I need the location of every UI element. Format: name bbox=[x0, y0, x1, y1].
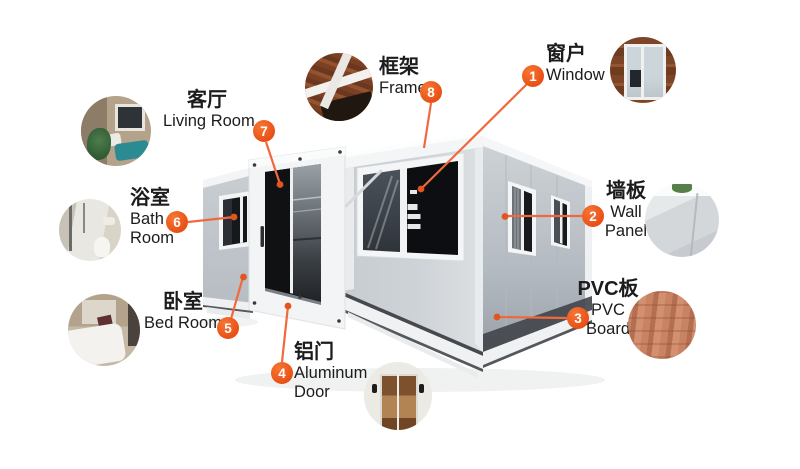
house-left-wing bbox=[203, 167, 253, 319]
house-right-face bbox=[483, 136, 592, 368]
label-aluminum-door-zh: 铝门 bbox=[294, 341, 334, 363]
living-room-photo bbox=[81, 96, 151, 166]
label-bath-room: 浴室 Bath Room bbox=[130, 187, 175, 247]
badge-8-frame: 8 bbox=[420, 81, 442, 103]
label-window: 窗户 Window bbox=[546, 42, 605, 85]
badge-2-wall-panel: 2 bbox=[582, 205, 604, 227]
badge-5-bed-room: 5 bbox=[217, 317, 239, 339]
label-living-room-zh: 客厅 bbox=[187, 89, 227, 111]
badge-1-window: 1 bbox=[522, 65, 544, 87]
leader-line-3 bbox=[496, 315, 568, 320]
living-room-window bbox=[115, 104, 145, 131]
wing-window bbox=[219, 191, 251, 250]
living-room-plant bbox=[87, 128, 111, 160]
door-frame-bolts bbox=[252, 150, 342, 323]
label-frame-zh: 框架 bbox=[379, 56, 419, 78]
leader-line-1 bbox=[420, 83, 528, 190]
label-bed-room-zh: 卧室 bbox=[163, 291, 203, 313]
aluminum-door-lamp-right bbox=[419, 384, 424, 393]
leader-line-5 bbox=[229, 276, 245, 320]
label-window-en: Window bbox=[546, 66, 605, 84]
bath-toilet bbox=[94, 237, 110, 257]
bath-room-photo bbox=[59, 199, 121, 261]
leader-line-7 bbox=[264, 141, 282, 185]
house-front-face bbox=[337, 132, 489, 378]
main-window bbox=[356, 152, 465, 262]
label-wall-panel-zh: 墙板 bbox=[606, 180, 646, 202]
label-living-room-en: Living Room bbox=[163, 112, 255, 130]
badge-6-bath-room: 6 bbox=[166, 211, 188, 233]
bath-shower-frame bbox=[69, 205, 72, 251]
frame-photo bbox=[305, 53, 373, 121]
badge-3-pvc-board: 3 bbox=[567, 307, 589, 329]
bath-shower-frame-2 bbox=[83, 203, 85, 233]
wall-panel-leaves bbox=[672, 184, 692, 193]
aluminum-door-photo bbox=[364, 362, 432, 430]
window-photo bbox=[610, 37, 676, 103]
roof-support-strut bbox=[344, 169, 383, 208]
label-living-room: 客厅 Living Room bbox=[163, 88, 255, 131]
sliding-door-unit bbox=[248, 146, 346, 330]
leader-line-4 bbox=[280, 305, 290, 363]
label-frame: 框架 Frame bbox=[379, 55, 427, 98]
right-face-window-2 bbox=[551, 195, 570, 249]
leader-dots bbox=[230, 181, 509, 321]
window-photo-mullion bbox=[641, 44, 644, 100]
bed-room-dark-side bbox=[128, 304, 140, 346]
leader-line-8 bbox=[422, 102, 433, 149]
badge-4-aluminum-door: 4 bbox=[271, 362, 293, 384]
label-bath-room-en: Bath bbox=[130, 210, 164, 228]
label-pvc-board: PVC板 PVC Board bbox=[575, 277, 641, 339]
label-bath-room-zh: 浴室 bbox=[130, 187, 170, 209]
bath-sink bbox=[103, 217, 115, 225]
label-wall-panel-en: Wall bbox=[610, 203, 642, 221]
label-bed-room-en: Bed Room bbox=[144, 314, 222, 332]
label-aluminum-door: 铝门 Aluminum Door bbox=[294, 341, 368, 401]
label-aluminum-door-en: Aluminum bbox=[294, 364, 368, 382]
aluminum-door-leaf bbox=[380, 374, 418, 430]
label-pvc-board-en: PVC bbox=[591, 301, 625, 319]
bed-room-photo bbox=[68, 294, 140, 366]
right-face-window-1 bbox=[508, 181, 536, 256]
pvc-board-photo bbox=[628, 291, 696, 359]
label-wall-panel: 墙板 Wall Panel bbox=[604, 180, 648, 240]
label-frame-en: Frame bbox=[379, 79, 427, 97]
badge-7-living-room: 7 bbox=[253, 120, 275, 142]
aluminum-door-gap bbox=[397, 374, 399, 430]
label-pvc-board-zh: PVC板 bbox=[577, 278, 639, 300]
aluminum-door-lamp-left bbox=[372, 384, 377, 393]
wall-panel-photo bbox=[645, 183, 719, 257]
leader-line-6 bbox=[187, 215, 235, 224]
wall-panel-seam bbox=[689, 193, 699, 257]
window-photo-dark-pane bbox=[630, 70, 641, 87]
label-window-zh: 窗户 bbox=[546, 43, 586, 65]
bed-mattress bbox=[68, 322, 127, 366]
label-bed-room: 卧室 Bed Room bbox=[143, 290, 223, 333]
